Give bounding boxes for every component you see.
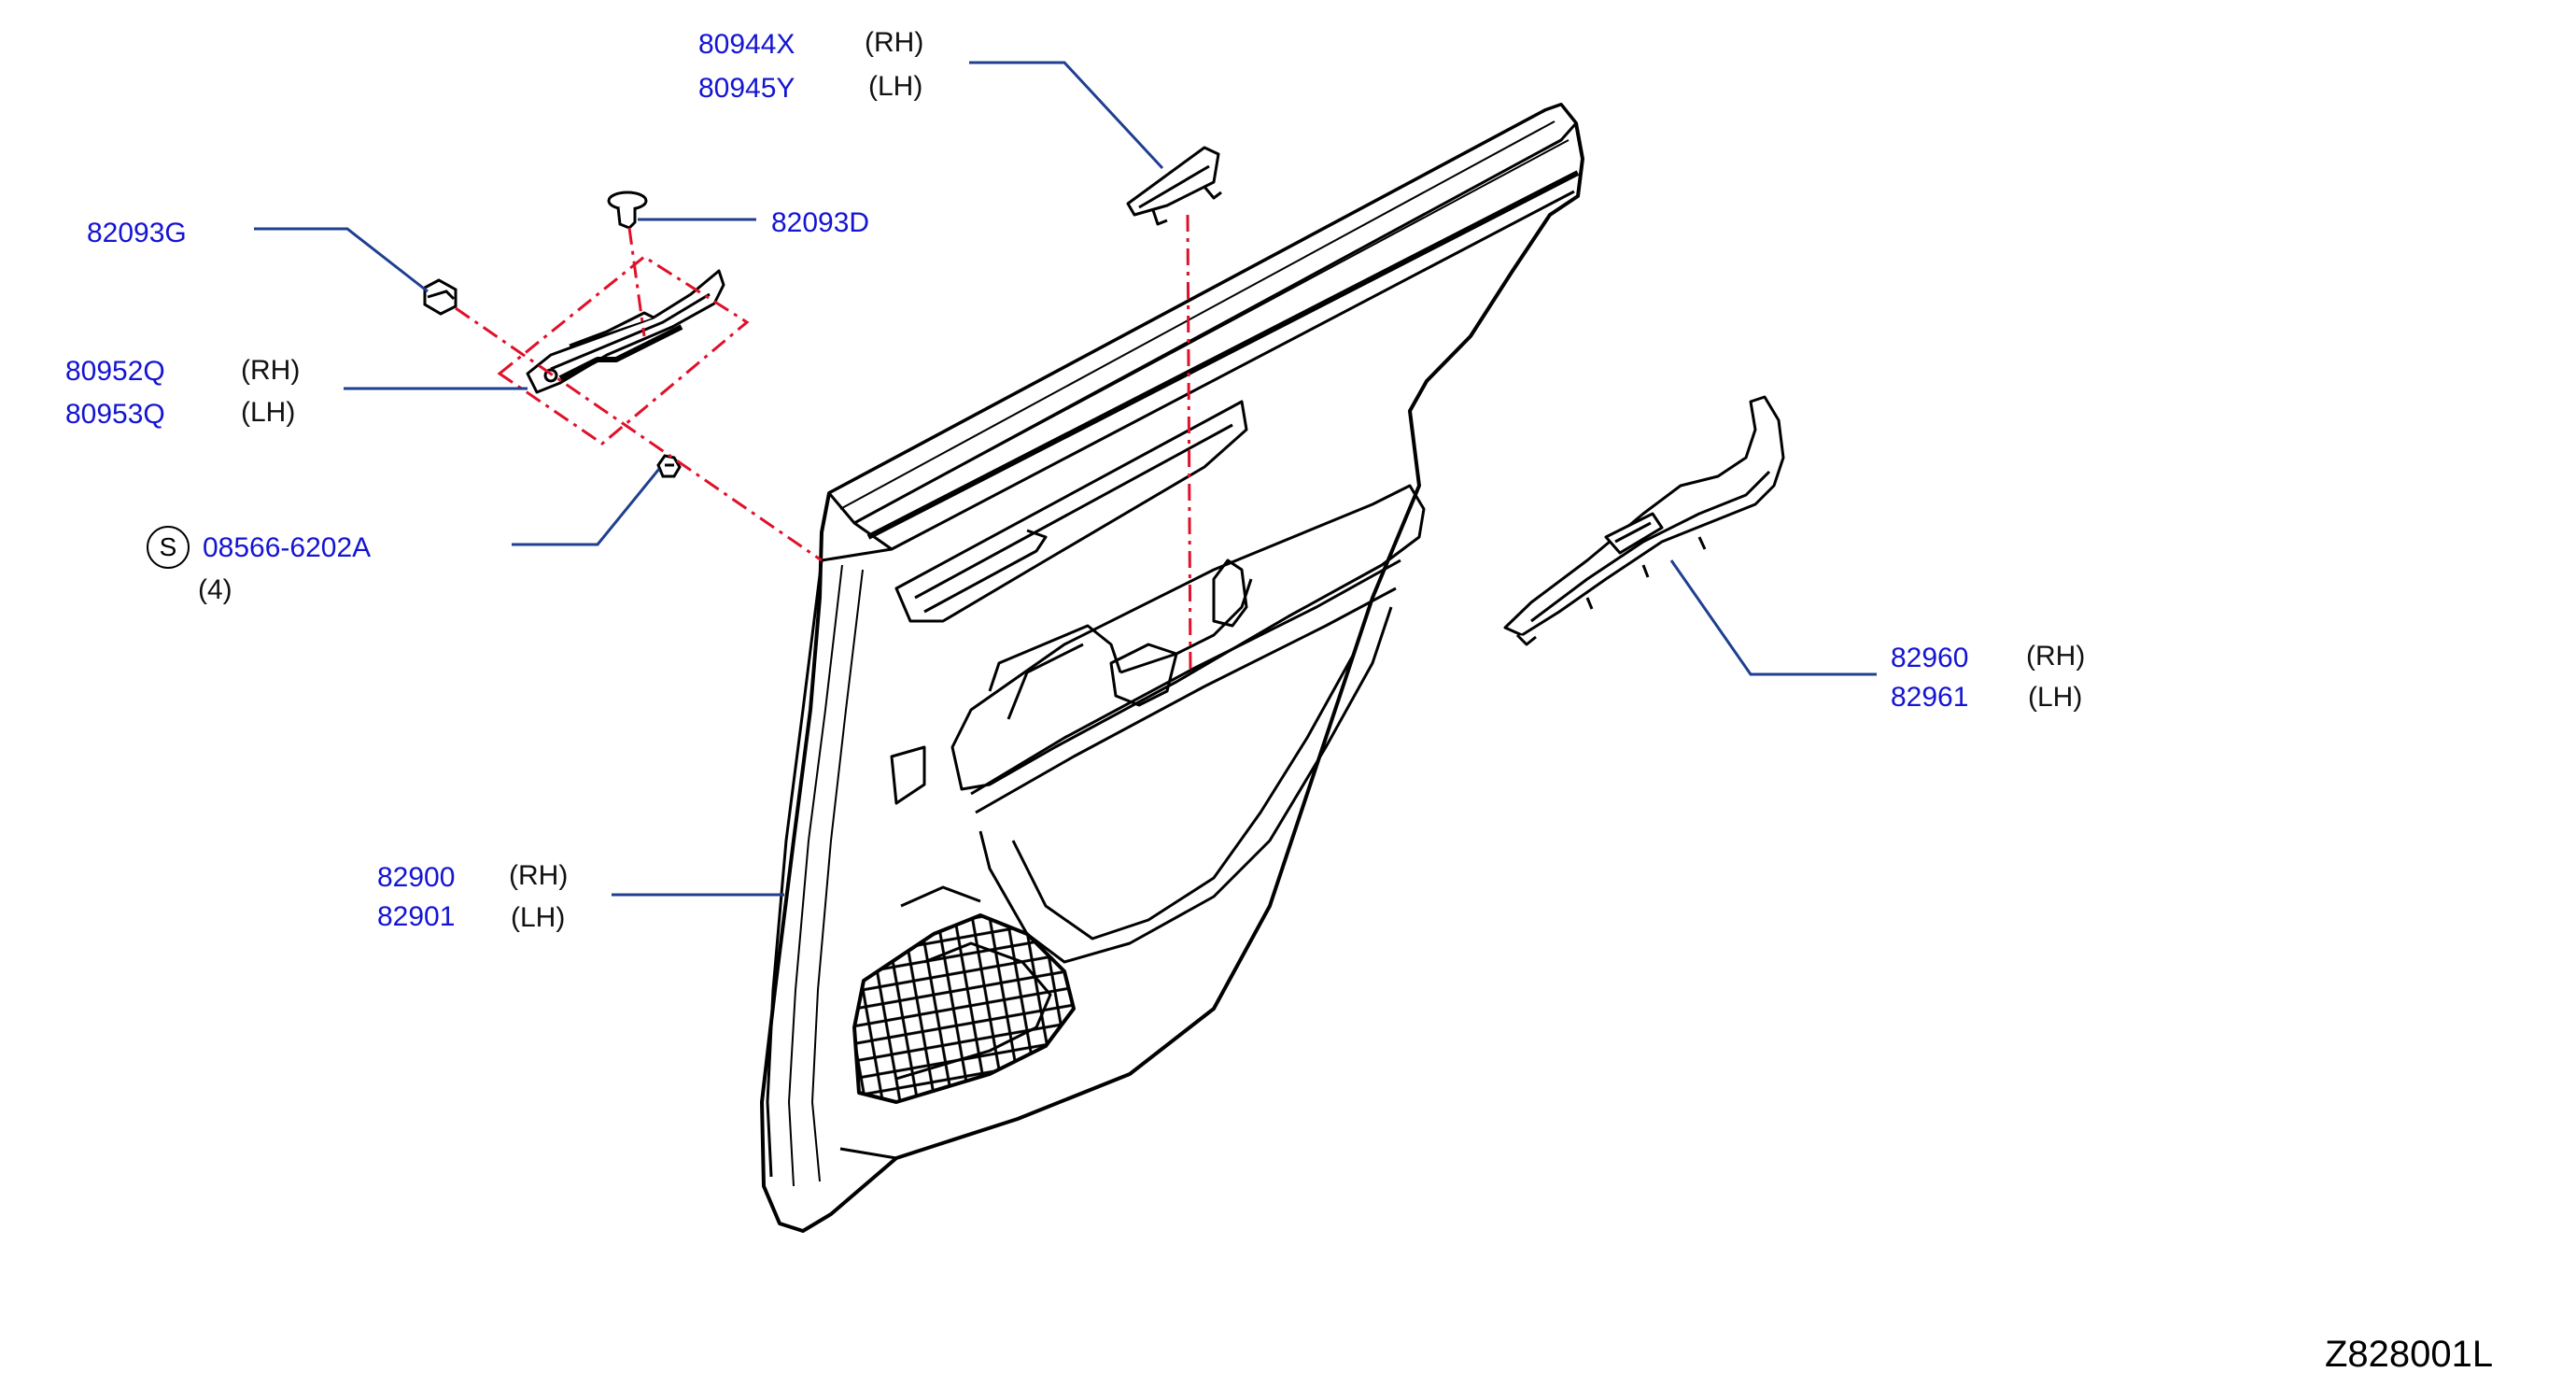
diagram-id: Z828001L bbox=[2325, 1334, 2494, 1375]
door-trim-panel bbox=[760, 103, 1584, 1233]
leader-clip-g bbox=[254, 227, 429, 293]
grip-lh-part-number: 80945Y bbox=[698, 73, 795, 104]
door-trim-lh-side: (LH) bbox=[511, 902, 566, 933]
switch-finisher-rh-side: (RH) bbox=[2026, 641, 2086, 672]
leader-lines bbox=[254, 61, 1877, 897]
grip-lh-side: (LH) bbox=[868, 71, 923, 102]
screw-08566 bbox=[656, 454, 682, 478]
escutcheon-rh-side: (RH) bbox=[241, 355, 301, 386]
door-trim-rh-part-number: 82900 bbox=[377, 862, 456, 893]
door-trim-rh-side: (RH) bbox=[509, 860, 569, 891]
leader-screw bbox=[512, 468, 661, 546]
switch-finisher-rh-part-number: 82960 bbox=[1891, 643, 1969, 673]
clip-82093d bbox=[607, 191, 648, 230]
clip-82093g bbox=[423, 278, 457, 316]
screw-quantity: (4) bbox=[198, 574, 232, 605]
clip-g-part-number: 82093G bbox=[87, 218, 187, 248]
grip-part bbox=[1126, 146, 1222, 226]
grip-rh-side: (RH) bbox=[865, 27, 924, 58]
grip-rh-part-number: 80944X bbox=[698, 29, 795, 60]
screw-symbol: S bbox=[159, 532, 177, 561]
switch-finisher-lh-part-number: 82961 bbox=[1891, 682, 1969, 713]
escutcheon-lh-part-number: 80953Q bbox=[65, 399, 165, 430]
door-trim-lh-part-number: 82901 bbox=[377, 901, 456, 932]
leader-grip bbox=[969, 61, 1164, 170]
window-switch-finisher bbox=[1503, 395, 1785, 646]
escutcheon-lh-side: (LH) bbox=[241, 397, 296, 428]
switch-finisher-lh-side: (LH) bbox=[2028, 682, 2083, 713]
escutcheon-rh-part-number: 80952Q bbox=[65, 356, 165, 387]
clip-d-part-number: 82093D bbox=[771, 207, 870, 238]
screw-part-number: 08566-6202A bbox=[203, 532, 372, 563]
screw-symbol-circle: S bbox=[147, 526, 190, 569]
leader-switch-finisher bbox=[1669, 559, 1877, 676]
assembly-lines bbox=[455, 214, 1192, 673]
handle-escutcheon bbox=[526, 269, 725, 394]
